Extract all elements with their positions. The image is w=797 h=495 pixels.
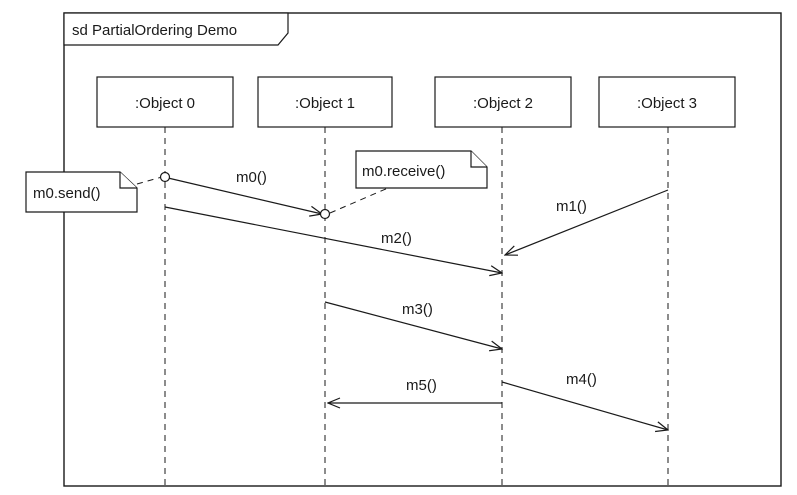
receive-event-circle (319, 208, 331, 220)
note-m0-send[interactable]: m0.send() (25, 171, 138, 213)
message-label-m0: m0() (236, 169, 267, 186)
note-m0-send-text: m0.send() (33, 185, 101, 202)
note-m0-receive[interactable]: m0.receive() (355, 150, 488, 189)
message-m2[interactable]: m2() (164, 206, 502, 273)
lifeline-head-object-2[interactable]: :Object 2 (434, 76, 572, 128)
message-label-m3: m3() (402, 301, 433, 318)
note-link-send (136, 176, 163, 185)
message-m4[interactable]: m4() (501, 371, 668, 430)
message-m0[interactable]: m0() (167, 169, 322, 214)
frame-title: sd PartialOrdering Demo (72, 22, 237, 39)
lifeline-head-object-0[interactable]: :Object 0 (96, 76, 234, 128)
note-m0-receive-text: m0.receive() (362, 163, 445, 180)
message-label-m2: m2() (381, 230, 412, 247)
frame-title-tab (63, 12, 289, 46)
lifeline-head-object-3[interactable]: :Object 3 (598, 76, 736, 128)
message-label-m1: m1() (556, 198, 587, 215)
message-m1[interactable]: m1() (505, 189, 669, 255)
message-label-m5: m5() (406, 377, 437, 394)
lifeline-label-object-2: :Object 2 (473, 95, 533, 112)
lifeline-label-object-1: :Object 1 (295, 95, 355, 112)
message-m5[interactable]: m5() (328, 377, 502, 403)
lifeline-label-object-0: :Object 0 (135, 95, 195, 112)
message-m3[interactable]: m3() (324, 301, 502, 349)
lifeline-label-object-3: :Object 3 (637, 95, 697, 112)
send-event-circle (159, 171, 171, 183)
message-label-m4: m4() (566, 371, 597, 388)
lifeline-head-object-1[interactable]: :Object 1 (257, 76, 393, 128)
